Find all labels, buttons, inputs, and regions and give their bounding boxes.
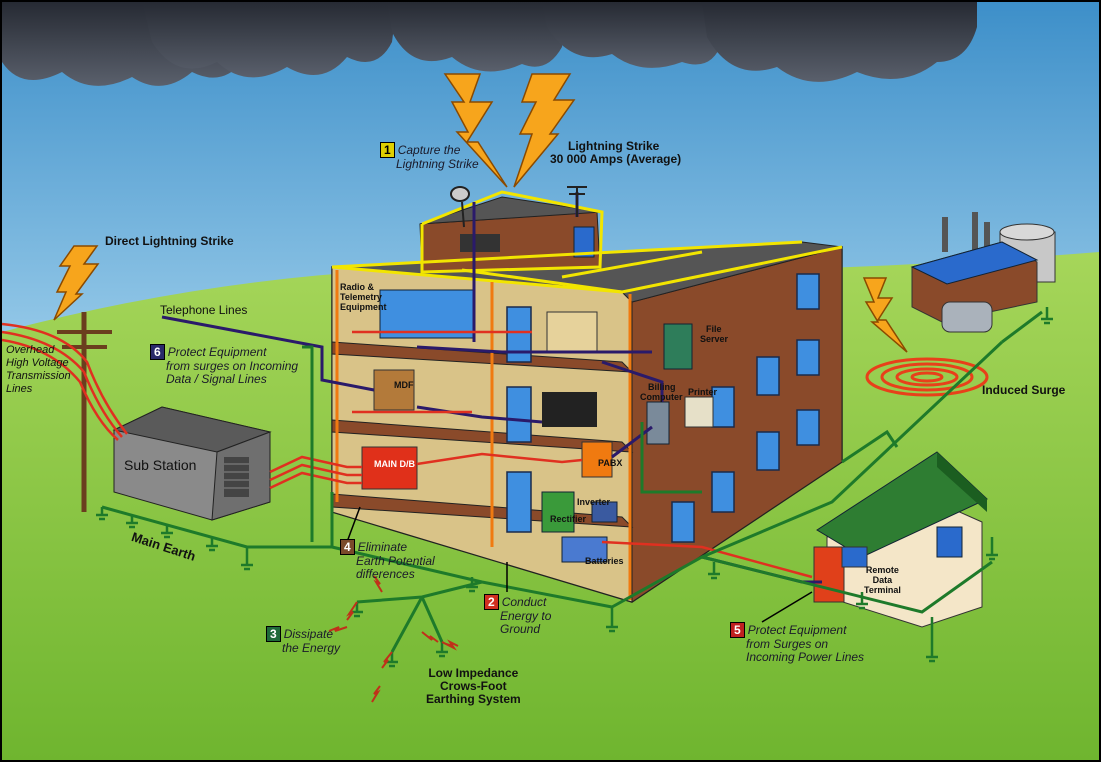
bolt-direct [53, 245, 100, 321]
label-file-server: File Server [700, 324, 729, 344]
pabx-box [581, 441, 613, 478]
printer-box [684, 396, 714, 428]
label-remote-terminal: Remote Data Terminal [864, 565, 901, 595]
label-rectifier: Rectifier [550, 514, 587, 524]
inverter-box [591, 501, 618, 523]
step3-badge: 3 [266, 626, 281, 642]
step5-badge: 5 [730, 622, 745, 638]
storm-clouds [2, 2, 977, 86]
bolt-factory [862, 277, 908, 353]
label-main-db: MAIN D/B [374, 459, 415, 469]
bolt-right [513, 73, 576, 188]
data-signal-lines [161, 192, 822, 584]
label-inverter: Inverter [577, 497, 611, 507]
label-radio-telemetry: Radio & Telemetry Equipment [340, 282, 387, 312]
mdf-box [373, 369, 415, 411]
label-mdf: MDF [394, 380, 414, 390]
induced-surge-rings [865, 357, 989, 397]
label-overhead-lines: Overhead High Voltage Transmission Lines [6, 344, 71, 395]
bolt-left [443, 73, 508, 188]
file-server-box [663, 323, 693, 370]
down-conductors [335, 270, 632, 600]
label-telephone-lines: Telephone Lines [160, 303, 248, 317]
billing-computer-box [646, 401, 670, 445]
step2-badge: 2 [484, 594, 499, 610]
sub-station [112, 406, 272, 521]
label-sub-station: Sub Station [124, 457, 197, 473]
pointer-lines [346, 506, 813, 623]
step1-badge: 1 [380, 142, 395, 158]
rooftop-antennas [450, 186, 587, 228]
power-lines [269, 330, 813, 579]
radio-telemetry-rack [379, 289, 476, 339]
label-lightning-strike: Lightning Strike 30 000 Amps (Average) [550, 139, 682, 166]
batteries-box [561, 536, 608, 563]
rectifier-box [541, 491, 575, 533]
factory [910, 212, 1056, 333]
label-billing-computer: Billing Computer [640, 382, 683, 402]
label-printer: Printer [688, 387, 718, 397]
lightning-bolts [53, 73, 908, 353]
label-batteries: Batteries [585, 556, 624, 566]
label-direct-strike: Direct Lightning Strike [105, 234, 234, 248]
label-pabx: PABX [598, 458, 623, 468]
label-induced-surge: Induced Surge [982, 383, 1066, 397]
equipment [361, 289, 714, 563]
earth-network [101, 310, 1043, 653]
label-crows-foot: Low Impedance Crows-Foot Earthing System [426, 666, 521, 706]
air-termination-network [331, 190, 843, 294]
dissipation-arrows [328, 575, 459, 703]
step4-badge: 4 [340, 539, 355, 555]
step6-badge: 6 [150, 344, 165, 360]
overhead-lines [2, 322, 128, 441]
main-db-box [361, 446, 418, 490]
